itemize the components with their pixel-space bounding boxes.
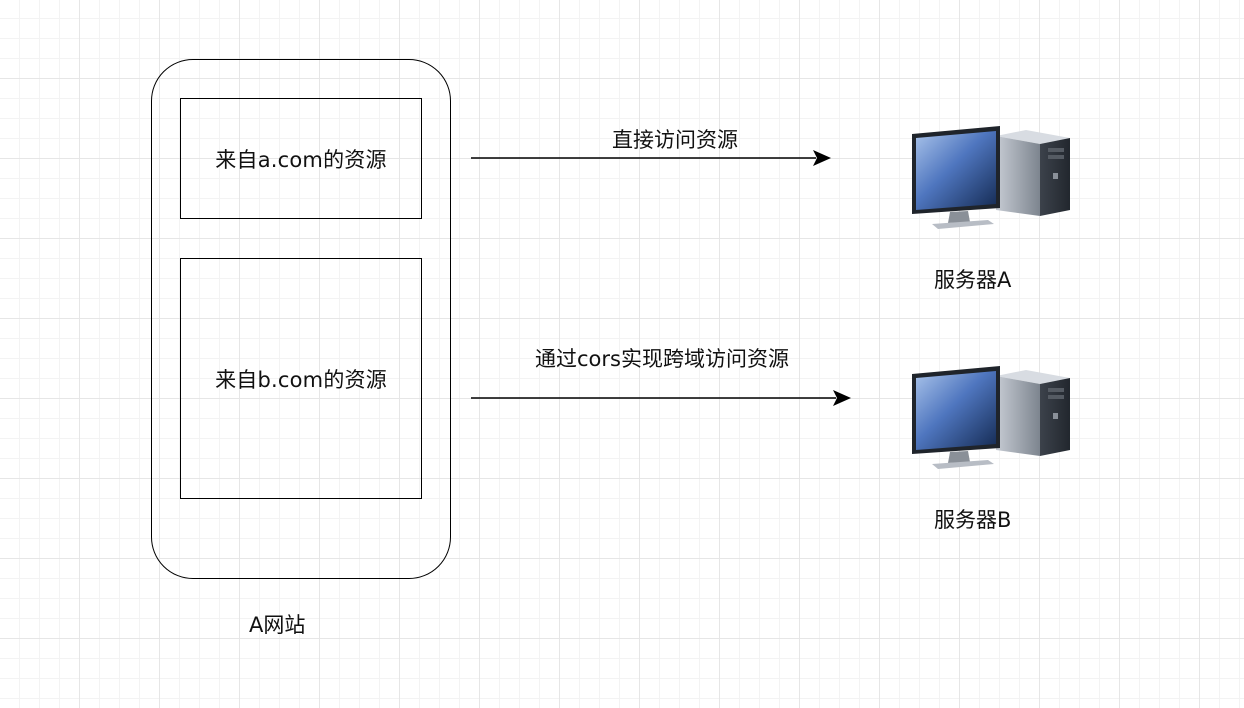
resource-box-a-com[interactable]: 来自a.com的资源 [180, 98, 422, 219]
site-label: A网站 [249, 613, 306, 637]
arrow-direct-access[interactable] [471, 150, 831, 166]
arrowhead-icon [833, 390, 851, 406]
arrow-cors-access[interactable] [471, 390, 851, 406]
resource-label-b-com: 来自b.com的资源 [215, 367, 387, 392]
edge-label-direct: 直接访问资源 [612, 128, 738, 152]
site-a-container[interactable] [151, 59, 451, 579]
server-a-computer-icon[interactable] [910, 124, 1072, 232]
edge-label-cors: 通过cors实现跨域访问资源 [535, 347, 789, 371]
resource-box-b-com[interactable]: 来自b.com的资源 [180, 258, 422, 499]
arrowhead-icon [813, 150, 831, 166]
server-b-label: 服务器B [934, 508, 1012, 532]
server-a-label: 服务器A [934, 268, 1012, 292]
server-b-computer-icon[interactable] [910, 364, 1072, 472]
resource-label-a-com: 来自a.com的资源 [215, 147, 387, 172]
